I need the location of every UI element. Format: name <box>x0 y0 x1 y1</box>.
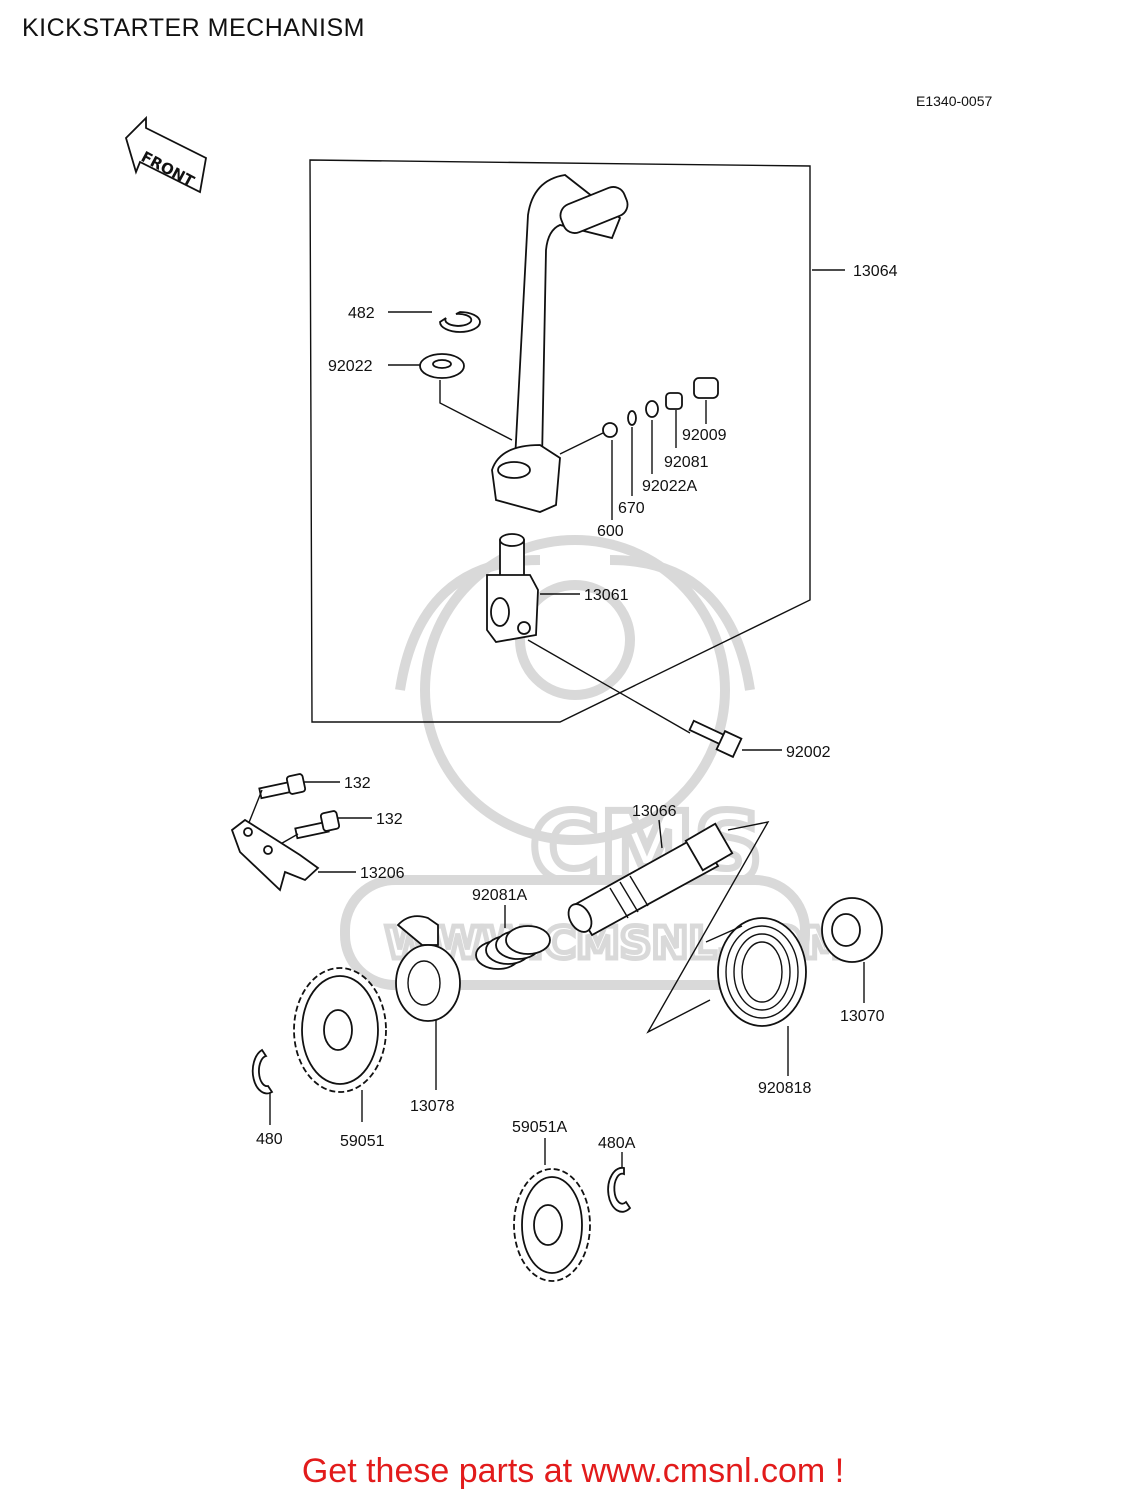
label-59051: 59051 <box>340 1133 385 1150</box>
label-480a: 480A <box>598 1135 636 1152</box>
spring-92081a <box>475 925 551 970</box>
bolt-132-lower <box>294 810 341 840</box>
label-480: 480 <box>256 1131 283 1148</box>
label-13078: 13078 <box>410 1098 455 1115</box>
label-132-lower: 132 <box>376 811 403 828</box>
label-13066: 13066 <box>632 803 677 820</box>
label-13070: 13070 <box>840 1008 885 1025</box>
washer-92022 <box>419 353 465 379</box>
front-arrow-icon: FRONT <box>124 115 208 194</box>
label-92081: 92081 <box>664 454 709 471</box>
kick-boss-13061 <box>486 533 539 643</box>
label-13064: 13064 <box>853 263 898 280</box>
label-92081a: 92081A <box>472 887 527 904</box>
torsion-spring-920818 <box>705 917 807 1027</box>
gear-59051 <box>293 967 387 1093</box>
label-920818: 920818 <box>758 1080 811 1097</box>
label-92022: 92022 <box>328 358 373 375</box>
ratchet-13078 <box>395 915 461 1022</box>
kick-lever <box>491 174 629 513</box>
label-600: 600 <box>597 523 624 540</box>
kick-shaft-13066 <box>567 822 734 937</box>
circlip-480a <box>607 1166 632 1213</box>
plug-92009 <box>693 377 719 399</box>
label-92009: 92009 <box>682 427 727 444</box>
spring-92081 <box>665 392 683 410</box>
collar-13070 <box>821 897 883 963</box>
oring-670 <box>627 410 637 426</box>
label-670: 670 <box>618 500 645 517</box>
label-13206: 13206 <box>360 865 405 882</box>
label-13061: 13061 <box>584 587 629 604</box>
guide-plate-13206 <box>230 818 320 892</box>
diagram-reference-code: E1340-0057 <box>916 93 993 109</box>
circlip-482 <box>439 311 481 333</box>
label-92022a: 92022A <box>642 478 697 495</box>
ball-600 <box>602 422 618 438</box>
assembly-outline <box>309 159 811 723</box>
label-92002: 92002 <box>786 744 831 761</box>
washer-92022a <box>645 400 659 418</box>
bolt-92002 <box>688 719 743 759</box>
page-title: KICKSTARTER MECHANISM <box>22 14 365 42</box>
bolt-132-upper <box>258 773 307 800</box>
label-132-upper: 132 <box>344 775 371 792</box>
label-482: 482 <box>348 305 375 322</box>
label-59051a: 59051A <box>512 1119 567 1136</box>
circlip-480 <box>251 1048 274 1095</box>
footer-promo[interactable]: Get these parts at www.cmsnl.com ! <box>301 1452 845 1490</box>
gear-59051a <box>513 1168 591 1282</box>
